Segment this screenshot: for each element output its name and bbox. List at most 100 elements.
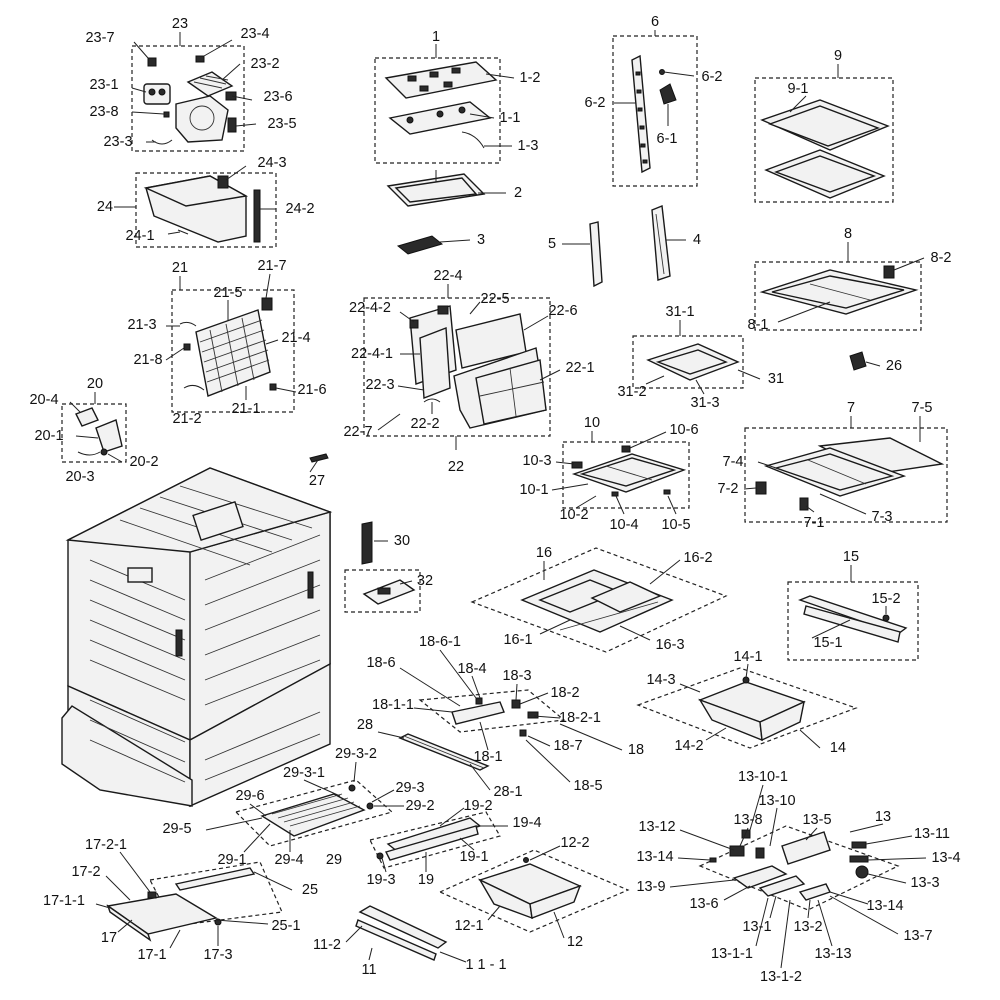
part-label-18-6-1: 18-6-1 xyxy=(419,634,461,650)
part-label-13-14b: 13-14 xyxy=(866,898,903,914)
part-label-17-3: 17-3 xyxy=(203,947,232,963)
part-label-22: 22 xyxy=(448,459,464,475)
part-label-18-2: 18-2 xyxy=(550,685,579,701)
cabinet-body xyxy=(61,467,333,808)
part-label-25-1: 25-1 xyxy=(271,918,300,934)
part-label-21-3: 21-3 xyxy=(127,317,156,333)
part-label-10-6: 10-6 xyxy=(669,422,698,438)
part-label-18-4: 18-4 xyxy=(457,661,486,677)
part-label-13-10-1: 13-10-1 xyxy=(738,769,788,785)
part-label-22-1: 22-1 xyxy=(565,360,594,376)
part-group-8 xyxy=(759,265,919,315)
part-label-23-4: 23-4 xyxy=(240,26,269,42)
part-group-20 xyxy=(75,407,123,456)
part-label-9-1: 9-1 xyxy=(788,81,809,97)
group-box-31 xyxy=(632,335,744,389)
part-label-10-4: 10-4 xyxy=(609,517,638,533)
part-label-21-7: 21-7 xyxy=(257,258,286,274)
part-label-14: 14 xyxy=(830,740,846,756)
part-label-31-2: 31-2 xyxy=(617,384,646,400)
part-label-8-2: 8-2 xyxy=(931,250,952,266)
part-label-13-2: 13-2 xyxy=(793,919,822,935)
part-label-17-2-1: 17-2-1 xyxy=(85,837,127,853)
part-label-21-2: 21-2 xyxy=(172,411,201,427)
part-26 xyxy=(849,351,867,371)
part-group-1 xyxy=(384,61,498,255)
part-label-11: 11 xyxy=(361,962,376,978)
part-label-23-7: 23-7 xyxy=(85,30,114,46)
part-label-18-5: 18-5 xyxy=(573,778,602,794)
part-label-1: 1 xyxy=(432,29,440,45)
part-label-1-2: 1-2 xyxy=(520,70,541,86)
part-group-25 xyxy=(174,867,256,891)
part-label-18-1-1: 18-1-1 xyxy=(372,697,414,713)
part-label-13-1: 13-1 xyxy=(742,919,771,935)
part-label-11-2: 11-2 xyxy=(313,937,341,953)
part-30 xyxy=(361,521,373,565)
part-label-22-2: 22-2 xyxy=(410,416,439,432)
part-label-1-3: 1-3 xyxy=(518,138,539,154)
part-label-23-3: 23-3 xyxy=(103,134,132,150)
part-label-24-2: 24-2 xyxy=(285,201,314,217)
group-boxes xyxy=(61,35,948,933)
part-label-13-4: 13-4 xyxy=(931,850,960,866)
part-label-12-1: 12-1 xyxy=(454,918,483,934)
part-label-15: 15 xyxy=(843,549,859,565)
part-group-28 xyxy=(398,733,490,771)
part-label-21-1: 21-1 xyxy=(231,401,260,417)
part-label-2: 2 xyxy=(514,185,522,201)
part-group-6 xyxy=(631,54,677,174)
part-label-29-3-2: 29-3-2 xyxy=(335,746,377,762)
part-label-13-13: 13-13 xyxy=(814,946,851,962)
group-box-1 xyxy=(374,57,501,164)
part-label-20-1: 20-1 xyxy=(34,428,63,444)
part-group-12 xyxy=(478,857,582,920)
group-box-19 xyxy=(369,811,501,869)
part-group-5 xyxy=(589,221,603,288)
group-box-32 xyxy=(344,569,421,613)
leader-lines xyxy=(69,30,927,969)
part-group-9 xyxy=(760,99,890,199)
part-label-17-1: 17-1 xyxy=(137,947,166,963)
part-label-13-11: 13-11 xyxy=(914,826,950,842)
group-box-22 xyxy=(363,297,551,437)
part-label-26: 26 xyxy=(886,358,902,374)
part-label-22-5: 22-5 xyxy=(480,291,509,307)
part-label-23-1: 23-1 xyxy=(89,77,118,93)
part-label-18-3: 18-3 xyxy=(502,668,531,684)
part-label-22-7: 22-7 xyxy=(343,424,372,440)
part-label-25: 25 xyxy=(302,882,318,898)
part-group-22 xyxy=(409,305,547,429)
group-box-6 xyxy=(612,35,698,187)
part-label-23-6: 23-6 xyxy=(263,89,292,105)
part-label-8: 8 xyxy=(844,226,852,242)
part-label-10-3: 10-3 xyxy=(522,453,551,469)
part-label-23-5: 23-5 xyxy=(267,116,296,132)
part-label-21-6: 21-6 xyxy=(297,382,326,398)
part-label-13: 13 xyxy=(875,809,891,825)
part-label-18: 18 xyxy=(628,742,644,758)
part-label-20-2: 20-2 xyxy=(129,454,158,470)
part-group-32 xyxy=(362,579,416,605)
part-group-16 xyxy=(520,569,674,633)
part-label-29: 29 xyxy=(326,852,342,868)
part-label-29-6: 29-6 xyxy=(235,788,264,804)
part-group-4 xyxy=(651,205,671,281)
group-box-16 xyxy=(470,547,728,653)
part-group-14 xyxy=(698,676,806,742)
part-label-24: 24 xyxy=(97,199,113,215)
part-group-10 xyxy=(571,445,687,497)
part-label-19-1: 19-1 xyxy=(459,849,488,865)
part-label-24-3: 24-3 xyxy=(257,155,286,171)
part-label-7-3: 7-3 xyxy=(872,509,893,525)
part-label-7-5: 7-5 xyxy=(912,400,933,416)
part-group-11 xyxy=(355,905,448,961)
part-label-17-1-1: 17-1-1 xyxy=(43,893,85,909)
part-label-21-4: 21-4 xyxy=(281,330,310,346)
part-label-13-8: 13-8 xyxy=(733,812,762,828)
part-label-14-3: 14-3 xyxy=(646,672,675,688)
group-box-20 xyxy=(61,403,127,463)
part-label-13-12: 13-12 xyxy=(638,819,675,835)
